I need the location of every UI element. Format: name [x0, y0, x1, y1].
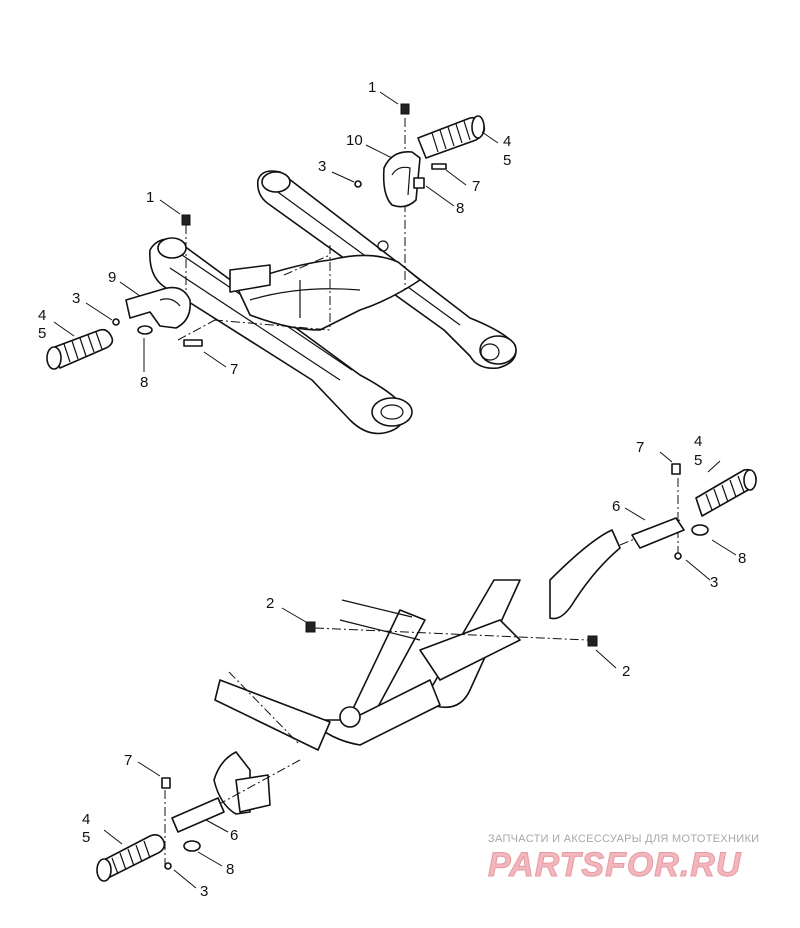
- small-parts-upper-left: [112, 214, 203, 347]
- callout-4: 4: [38, 307, 46, 324]
- callout-8: 8: [738, 550, 746, 567]
- callout-4: 4: [82, 811, 90, 828]
- callout-7: 7: [636, 439, 644, 456]
- footpeg-upper-left: [46, 328, 114, 370]
- callout-5: 5: [694, 452, 702, 469]
- callout-7: 7: [230, 361, 238, 378]
- callout-6: 6: [230, 827, 238, 844]
- swingarm: [149, 170, 517, 435]
- watermark-tagline: ЗАПЧАСТИ И АКСЕССУАРЫ ДЛЯ МОТОТЕХНИКИ: [488, 833, 760, 845]
- footpeg-lower-right: [631, 463, 757, 560]
- footpeg-lower-left: [96, 777, 225, 882]
- callout-4: 4: [503, 133, 511, 150]
- callout-3: 3: [200, 883, 208, 900]
- callout-2: 2: [622, 663, 630, 680]
- callout-5: 5: [503, 152, 511, 169]
- callout-1: 1: [368, 79, 376, 96]
- watermark-logo: PARTSFOR.RU: [488, 846, 742, 885]
- callout-8: 8: [456, 200, 464, 217]
- callout-10: 10: [346, 132, 363, 149]
- callout-1: 1: [146, 189, 154, 206]
- callout-8: 8: [226, 861, 234, 878]
- bolts-lower: [305, 621, 598, 647]
- callout-2: 2: [266, 595, 274, 612]
- callouts: 1 10 3 4 5 7 8 1 9 3 4 5 7 8 7 4 5 6 8 3…: [38, 79, 746, 900]
- callout-7: 7: [124, 752, 132, 769]
- callout-3: 3: [318, 158, 326, 175]
- callout-6: 6: [612, 498, 620, 515]
- frame-tubes: [213, 529, 621, 815]
- callout-4: 4: [694, 433, 702, 450]
- callout-3: 3: [710, 574, 718, 591]
- footpeg-upper-right: [417, 115, 486, 159]
- mount-bracket-10: [382, 151, 421, 208]
- callout-9: 9: [108, 269, 116, 286]
- callout-5: 5: [82, 829, 90, 846]
- small-parts-upper-right: [354, 103, 447, 189]
- callout-5: 5: [38, 325, 46, 342]
- callout-3: 3: [72, 290, 80, 307]
- callout-7: 7: [472, 178, 480, 195]
- callout-8: 8: [140, 374, 148, 391]
- leader-lines: [53, 91, 737, 889]
- mount-bracket-9: [125, 286, 192, 329]
